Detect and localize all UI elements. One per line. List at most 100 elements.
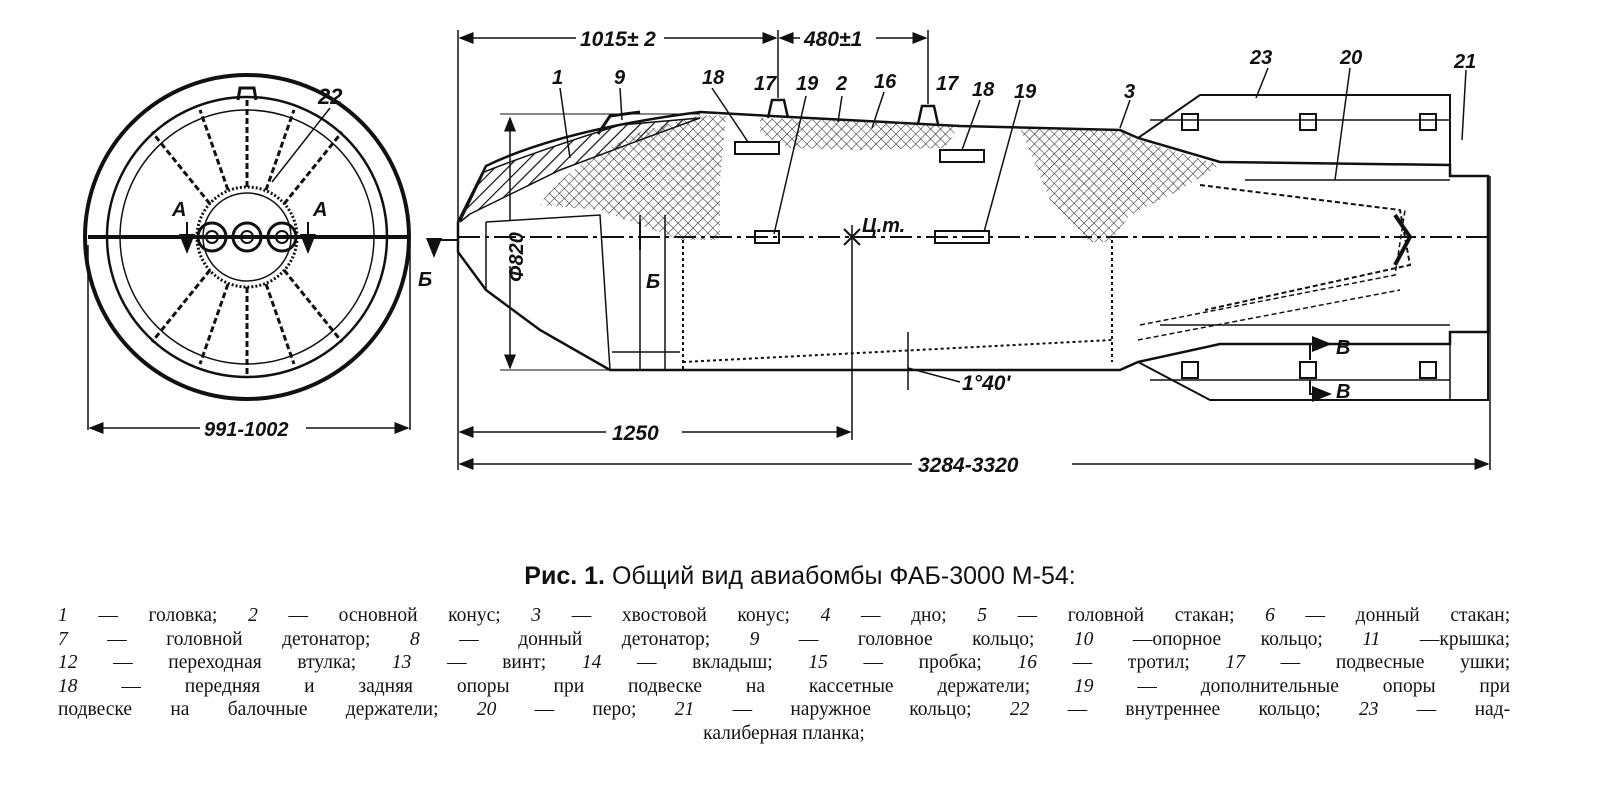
legend-number: 8 (409, 628, 460, 650)
legend-number: 16 (1017, 652, 1073, 674)
legend-item: 20 — перо; (477, 699, 637, 720)
legend-number: 12 (58, 652, 114, 674)
legend-item: 4 — дно; (821, 605, 947, 626)
legend-text: — винт; (447, 652, 547, 674)
callout-17b: 17 (936, 73, 959, 95)
legend-number: 7 (58, 628, 108, 650)
dim-3284: 3284-3320 (918, 454, 1019, 477)
legend-text: калиберная планка; (703, 722, 865, 744)
legend-item: 12 — переходная втулка; (58, 652, 356, 673)
legend-text: — передняя и задняя опоры при подвеске н… (121, 675, 1031, 697)
legend-text: — головной стакан; (1017, 605, 1235, 626)
callout-19b: 19 (1014, 81, 1037, 103)
callout-23: 23 (1249, 47, 1272, 69)
legend-item: 10 —опорное кольцо; (1074, 629, 1323, 650)
figure-caption: Рис. 1. Общий вид авиабомбы ФАБ-3000 М-5… (0, 562, 1600, 591)
legend-item: 23 — над- (1359, 699, 1510, 720)
callout-18a: 18 (702, 67, 725, 89)
legend-row: подвеске на балочные держатели; 20 — пер… (58, 698, 1510, 722)
legend-number: 3 (531, 605, 572, 626)
legend-item: 21 — наружное кольцо; (675, 699, 972, 720)
legend-text: — дополнительные опоры при (1137, 675, 1511, 697)
callout-22: 22 (317, 84, 343, 109)
callout-17a: 17 (754, 73, 777, 95)
section-v-top: В (1336, 337, 1350, 359)
legend-text: — перо; (534, 699, 637, 721)
dim-991: 991-1002 (204, 419, 289, 441)
legend-number: 9 (749, 628, 799, 650)
legend-number: 15 (808, 652, 864, 674)
callout-19a: 19 (796, 73, 819, 95)
caption-model: ФАБ-3000 М-54: (889, 562, 1076, 590)
legend-text: — подвесные ушки; (1280, 652, 1511, 674)
legend-text: — над- (1416, 699, 1511, 721)
section-a-left: А (171, 199, 186, 221)
legend-item: 16 — тротил; (1017, 652, 1189, 673)
legend-number: 21 (674, 699, 733, 721)
legend-item: 19 — дополнительные опоры при (1074, 676, 1510, 697)
legend-item: 1 — головка; (58, 605, 217, 626)
section-v-bottom: В (1336, 381, 1350, 403)
legend-number: 4 (820, 605, 861, 626)
legend-text: — дно; (860, 605, 947, 626)
center-of-gravity-label: Ц.т. (862, 215, 905, 237)
legend-row: 18 — передняя и задняя опоры при подвеск… (58, 675, 1510, 699)
legend-number: 19 (1074, 675, 1138, 697)
legend-number: 14 (581, 652, 638, 674)
legend-text: — головка; (98, 605, 218, 626)
legend-item: 17 — подвесные ушки; (1226, 652, 1511, 673)
legend-text: — донный детонатор; (459, 628, 711, 650)
dim-480: 480±1 (803, 28, 862, 51)
legend-text: — донный стакан; (1305, 605, 1511, 626)
bomb-drawing: 991-1002 22 А А (83, 28, 1491, 477)
legend-item: 22 — внутреннее кольцо; (1010, 699, 1321, 720)
dim-angle: 1°40' (962, 372, 1011, 395)
legend-text: — головной детонатор; (107, 628, 371, 650)
legend-text: — переходная втулка; (113, 652, 357, 674)
legend-number: 11 (1362, 628, 1420, 650)
legend-item: 15 — пробка; (808, 652, 981, 673)
legend-item: 18 — передняя и задняя опоры при подвеск… (58, 676, 1030, 697)
callout-20: 20 (1339, 47, 1362, 69)
legend-number: 22 (1009, 699, 1068, 721)
legend-text: — пробка; (863, 652, 982, 674)
legend-item: 7 — головной детонатор; (58, 629, 370, 650)
end-view (83, 73, 411, 434)
legend-item: 9 — головное кольцо; (750, 629, 1035, 650)
legend-item: подвеске на балочные держатели; (58, 699, 439, 720)
legend-number: 23 (1358, 699, 1417, 721)
legend-row: калиберная планка; (58, 722, 1510, 746)
legend-number: 6 (1265, 605, 1306, 626)
legend-item: 11 —крышка; (1362, 629, 1510, 650)
legend-text: —крышка; (1419, 628, 1510, 650)
legend-row: 1 — головка; 2 — основной конус; 3 — хво… (58, 604, 1510, 628)
legend-number: 1 (58, 605, 99, 626)
legend-item: 8 — донный детонатор; (410, 629, 710, 650)
legend-item: 14 — вкладыш; (582, 652, 773, 673)
side-view (426, 30, 1491, 470)
legend-item: калиберная планка; (703, 723, 865, 744)
legend-text: — головное кольцо; (798, 628, 1035, 650)
legend-text: —опорное кольцо; (1132, 628, 1323, 650)
callout-18b: 18 (972, 79, 995, 101)
legend-item: 5 — головной стакан; (977, 605, 1234, 626)
legend-number: 10 (1073, 628, 1133, 650)
legend-number: 20 (476, 699, 535, 721)
callout-21: 21 (1453, 51, 1476, 73)
legend-number: 17 (1225, 652, 1281, 674)
legend-item: 13 — винт; (392, 652, 546, 673)
legend-text: подвеске на балочные держатели; (58, 699, 439, 721)
legend-number: 2 (248, 605, 289, 626)
legend-number: 13 (391, 652, 448, 674)
legend-text: — вкладыш; (637, 652, 773, 674)
callout-3: 3 (1124, 81, 1135, 103)
legend-text: — основной конус; (288, 605, 501, 626)
callout-16: 16 (874, 71, 897, 93)
legend-item: 3 — хвостовой конус; (531, 605, 790, 626)
section-b-right: Б (646, 271, 660, 293)
legend-text: — тротил; (1072, 652, 1190, 674)
section-b-left: Б (418, 269, 432, 291)
callout-9: 9 (614, 67, 626, 89)
bomb-body-outline (456, 110, 1490, 372)
legend-row: 12 — переходная втулка; 13 — винт; 14 — … (58, 651, 1510, 675)
